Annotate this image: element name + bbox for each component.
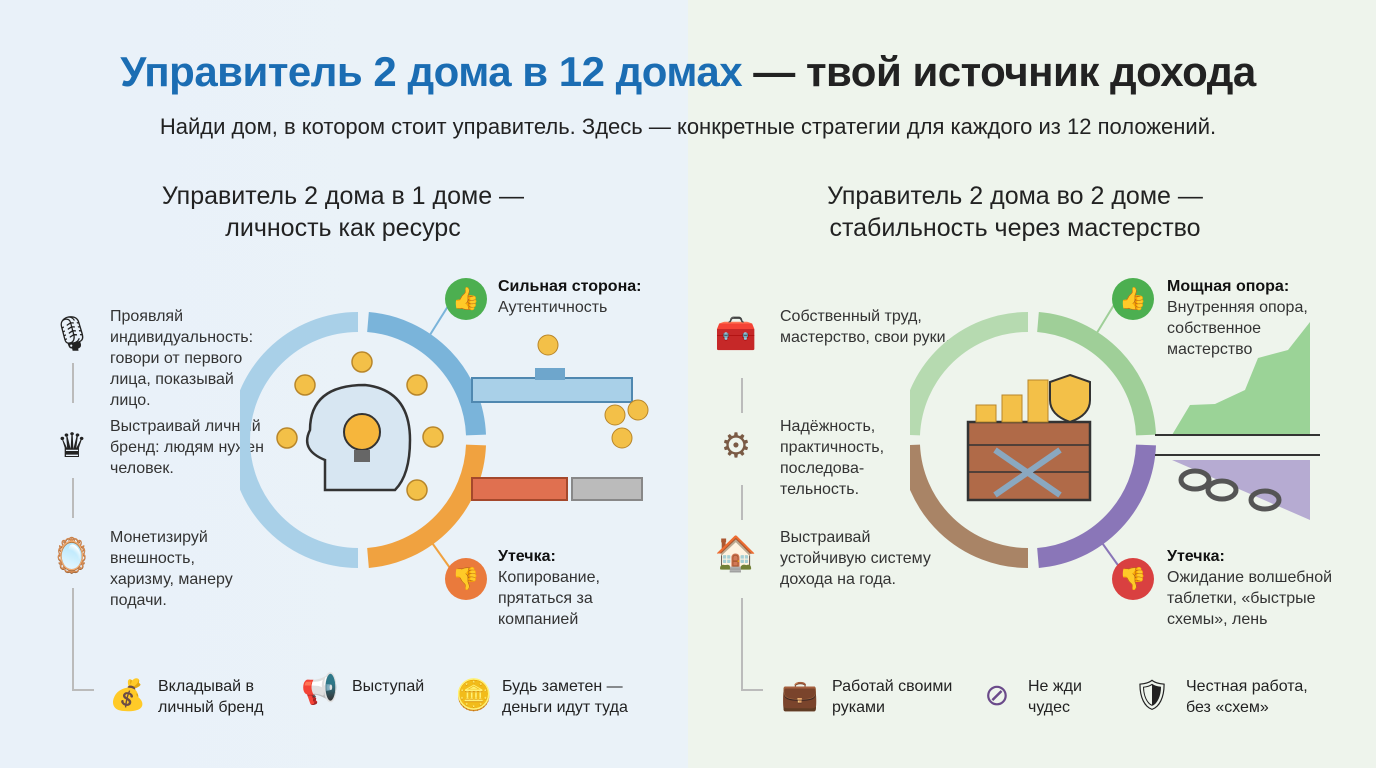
connector-line	[741, 598, 743, 683]
left-bottom-3: Будь заметен — деньги идут туда	[502, 678, 628, 716]
connector-line	[72, 588, 74, 683]
broken-pipe-icon	[471, 477, 643, 501]
growth-chart-icon	[1155, 322, 1320, 436]
ring-left-half	[240, 312, 359, 568]
leak-label: Утечка:	[1167, 548, 1225, 565]
shield-hand-icon: 🛡	[1132, 679, 1172, 712]
right-item-1: Собственный труд, мастерство, свои руки.	[780, 308, 950, 346]
right-heading-line2: стабильность через мастерство	[829, 214, 1201, 242]
left-bottom-1: Вкладывай в личный бренд	[158, 678, 264, 716]
microphone-icon: 🎙	[50, 315, 94, 353]
thumbs-up-icon: 👍	[445, 278, 487, 320]
thumbs-down-icon: 👎	[1112, 558, 1154, 600]
house-icon: 🏠	[714, 535, 758, 573]
gear-icon: ⚙	[720, 427, 752, 465]
left-heading-line2: личность как ресурс	[225, 214, 461, 242]
mirror-icon: 🪞	[50, 537, 94, 575]
ring-strength-arc	[366, 312, 486, 436]
crown-monogram-icon: ♛	[56, 427, 88, 465]
thumbs-up-icon: 👍	[1112, 278, 1154, 320]
connector-line	[741, 378, 743, 413]
page-title: Управитель 2 дома в 12 домах — твой исто…	[0, 48, 1376, 96]
right-bottom-3: Честная работа, без «схем»	[1186, 678, 1308, 716]
strength-label: Мощная опора:	[1167, 278, 1290, 295]
leak-text: Копирование, прятаться за компанией	[498, 569, 600, 628]
strength-text: Внутренняя опора, собственное мастерство	[1167, 299, 1308, 358]
ring-leak-arc	[366, 444, 486, 568]
connector-elbow	[72, 681, 94, 691]
left-ring-diagram	[240, 300, 649, 576]
ring-leak-arc	[1036, 444, 1156, 568]
leak-text: Ожидание волшебной таблетки, «быстрые сх…	[1167, 569, 1333, 628]
right-heading-line1: Управитель 2 дома во 2 доме —	[827, 182, 1203, 210]
title-rest: — твой источник дохода	[742, 48, 1256, 95]
leak-label: Утечка:	[498, 548, 556, 565]
no-magic-icon: ⊘	[984, 679, 1010, 712]
brick-wall-tools-icon	[966, 373, 1092, 502]
head-lightbulb-icon	[305, 383, 412, 492]
left-strength-callout: Сильная сторона: Аутентичность	[498, 276, 668, 318]
coins-icon: 🪙	[455, 679, 493, 712]
ring-strength-arc	[1036, 312, 1156, 436]
right-ring-diagram	[910, 300, 1320, 576]
strength-label: Сильная сторона:	[498, 278, 642, 295]
connector-elbow	[741, 681, 763, 691]
ring-bottom-left-arc	[910, 444, 1029, 569]
left-bottom-2: Выступай	[352, 678, 425, 695]
right-item-2: Надёжность, практичность, последова-тель…	[780, 418, 885, 498]
megaphone-icon: 📢	[301, 673, 339, 706]
right-section-heading: Управитель 2 дома во 2 доме — стабильнос…	[755, 180, 1275, 244]
left-leak-callout: Утечка: Копирование, прятаться за компани…	[498, 546, 638, 630]
right-leak-callout: Утечка: Ожидание волшебной таблетки, «быс…	[1167, 546, 1352, 630]
subtitle: Найди дом, в котором стоит управитель. З…	[159, 114, 1217, 139]
connector-line	[72, 363, 74, 403]
left-section-heading: Управитель 2 дома в 1 доме — личность ка…	[83, 180, 603, 244]
right-item-3: Выстраивай устойчивую систему дохода на …	[780, 529, 931, 588]
ring-top-left-arc	[910, 311, 1029, 436]
left-item-2: Выстраивай личный бренд: людям нужен чел…	[110, 418, 264, 477]
thumbs-down-icon: 👎	[445, 558, 487, 600]
left-item-1: Проявляй индивидуальность: говори от пер…	[110, 308, 254, 409]
right-bottom-2: Не жди чудес	[1028, 678, 1082, 716]
right-bottom-1: Работай своими руками	[832, 678, 953, 716]
toolbox-icon: 🧰	[714, 315, 758, 353]
title-highlight: Управитель 2 дома в 12 домах	[120, 48, 743, 95]
left-item-3: Монетизируй внешность, харизму, манеру п…	[110, 529, 233, 609]
pipe-flow-icon	[471, 334, 649, 449]
strength-text: Аутентичность	[498, 299, 608, 316]
briefcase-icon: 💼	[781, 679, 819, 712]
connector-line	[72, 478, 74, 518]
money-bag-icon: 💰	[109, 679, 147, 712]
declining-chart-broken-chain-icon	[1155, 454, 1320, 520]
coin-icons	[276, 351, 444, 501]
left-heading-line1: Управитель 2 дома в 1 доме —	[161, 182, 525, 210]
right-strength-callout: Мощная опора: Внутренняя опора, собственн…	[1167, 276, 1337, 360]
connector-line	[741, 485, 743, 520]
